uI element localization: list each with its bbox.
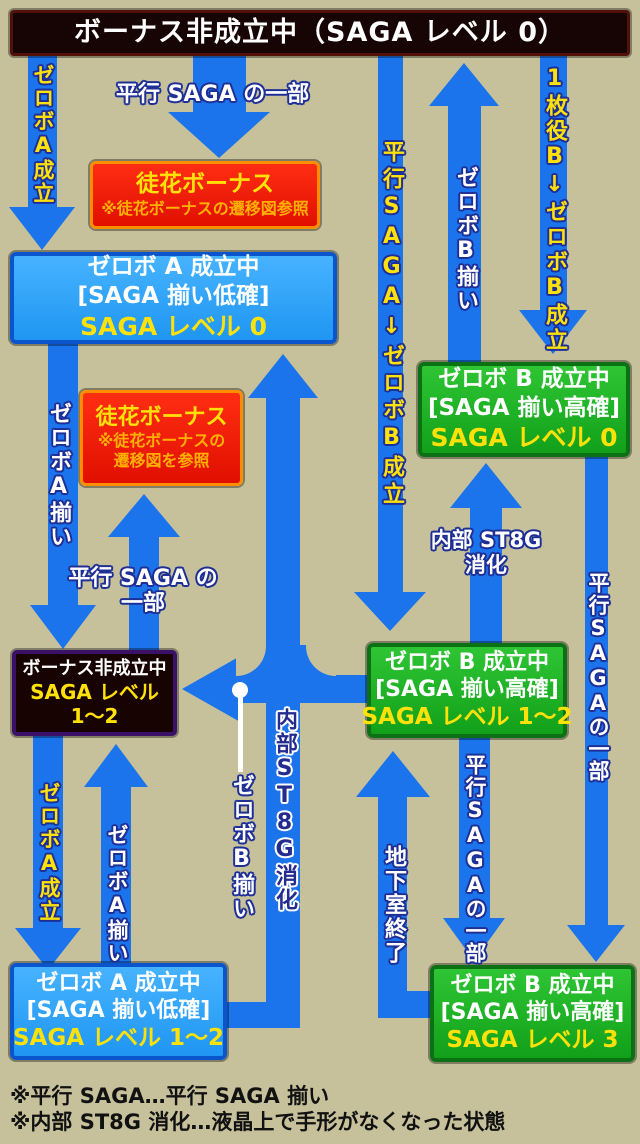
footnote-naibu-st8g: ※内部 ST8G 消化…液晶上で手形がなくなった状態: [10, 1110, 506, 1134]
label-naibu-st8g-left: 内部ST8G消化: [272, 708, 297, 912]
state-title: ゼロボ A 成立中: [87, 254, 260, 281]
arrow-parallel-saga-mid-head: [108, 494, 180, 537]
label-parallel-saga-to-zerobo-b: 平行SAGA↓ゼロボB成立: [379, 140, 404, 509]
bonus-box-adabana-1: 徒花ボーナス ※徒花ボーナスの遷移図参照: [90, 161, 320, 229]
state-box-zerobo-a-lv0: ゼロボ A 成立中 [SAGA 揃い低確] SAGA レベル 0: [10, 252, 337, 344]
footnote-parallel-saga: ※平行 SAGA…平行 SAGA 揃い: [10, 1084, 330, 1108]
bonus-note-line1: ※徒花ボーナスの: [97, 431, 226, 451]
arrow-zerobo-b-soroi-body: [448, 106, 481, 362]
bonus-title: 徒花ボーナス: [136, 171, 274, 198]
label-zerobo-a-soroi-left: ゼロボA揃い: [46, 402, 71, 549]
arrow-naibu-st8g-left-head: [248, 354, 318, 398]
label-parallel-saga-right-mid: 平行SAGAの一部: [463, 754, 487, 964]
arrow-zerobo-a-soroi-bottom-body: [101, 787, 131, 963]
arrow-zerobo-a-soroi-bottom-head: [84, 744, 148, 787]
arrow-naibu-st8g-right-body: [470, 508, 502, 643]
callout-stem: [238, 694, 243, 772]
state-subtitle: [SAGA 揃い高確]: [440, 999, 625, 1025]
label-zerobo-a-seiritsu-top: ゼロボA成立: [31, 64, 55, 205]
arrow-zerobo-b-soroi-head: [429, 63, 499, 106]
state-level: SAGA レベル 1〜2: [361, 704, 573, 731]
arrow-parallel-saga-right-mid-body: [459, 738, 490, 918]
state-level: SAGA レベル 1〜2: [12, 1025, 225, 1052]
arrow-parallel-saga-right-tall-body: [585, 457, 608, 925]
arrow-zerobo-b-soroi-horizontal-body: [242, 675, 367, 703]
arrow-chikashitsu-body: [378, 797, 407, 1018]
state-level-line2: 1〜2: [70, 704, 119, 729]
label-one-coin-b: 1枚役B↓ゼロボB成立: [542, 66, 567, 353]
label-line2: 消化: [465, 553, 507, 578]
state-box-zerobo-b-lv12: ゼロボ B 成立中 [SAGA 揃い高確] SAGA レベル 1〜2: [361, 643, 573, 738]
arrow-one-coin-b-head: [519, 310, 587, 354]
arrow-one-coin-b-body: [540, 55, 567, 310]
state-title: ゼロボ B 成立中: [384, 649, 550, 675]
arrow-parallel-saga-zerobo-b-head: [354, 592, 426, 631]
arrow-parallel-saga-right-mid-head: [443, 918, 505, 961]
bonus-note: ※徒花ボーナスの遷移図参照: [101, 198, 309, 218]
arrow-parallel-saga-top-body: [193, 55, 246, 113]
label-zerobo-b-soroi-callout: ゼロボB揃い: [229, 774, 254, 921]
state-title: ゼロボ A 成立中: [36, 970, 201, 996]
state-level: SAGA レベル 0: [430, 423, 618, 453]
arrow-zerobo-a-soroi-left-body: [48, 343, 78, 605]
arrow-chikashitsu-head: [356, 751, 430, 797]
arrow-parallel-saga-right-tall-head: [567, 925, 625, 962]
label-zerobo-a-seiritsu-bottom: ゼロボA成立: [37, 782, 61, 923]
label-chikashitsu-end: 地下室終了: [381, 845, 406, 965]
arrow-zerobo-a-soroi-left-head: [30, 605, 96, 649]
arrow-chikashitsu-elbow: [407, 991, 430, 1018]
label-naibu-st8g-right: 内部 ST8G 消化: [416, 528, 556, 578]
state-box-zerobo-b-lv0: ゼロボ B 成立中 [SAGA 揃い高確] SAGA レベル 0: [418, 362, 630, 457]
arrow-naibu-st8g-left-body: [266, 398, 300, 1028]
state-title: ゼロボ B 成立中: [438, 365, 610, 392]
callout-dot: [232, 682, 248, 698]
state-level: SAGA レベル 0: [79, 311, 268, 341]
arrow-naibu-st8g-right-head: [450, 463, 522, 508]
state-subtitle: [SAGA 揃い高確]: [375, 676, 559, 702]
bonus-title: 徒花ボーナス: [95, 404, 228, 430]
label-zerobo-b-soroi-return: ゼロボB揃い: [453, 166, 478, 313]
bonus-note-line2: 遷移図を参照: [113, 451, 210, 471]
arrow-zerobo-a-seiritsu-bottom-body: [33, 735, 63, 928]
label-parallel-saga-part-mid: 平行 SAGA の 一部: [63, 566, 223, 617]
state-level-line1: SAGA レベル: [30, 680, 159, 705]
label-line1: 内部 ST8G: [430, 528, 542, 552]
header-state-box: ボーナス非成立中（SAGA レベル 0）: [10, 10, 630, 56]
header-state-label: ボーナス非成立中（SAGA レベル 0）: [74, 17, 566, 49]
state-box-zerobo-b-lv3: ゼロボ B 成立中 [SAGA 揃い高確] SAGA レベル 3: [430, 965, 635, 1062]
state-subtitle: [SAGA 揃い低確]: [77, 283, 270, 309]
state-level: SAGA レベル 3: [446, 1027, 619, 1054]
bonus-box-adabana-2: 徒花ボーナス ※徒花ボーナスの 遷移図を参照: [80, 390, 243, 486]
arrow-parallel-saga-top-head: [168, 112, 270, 158]
arrow-zerobo-a-seiritsu-top-head: [9, 207, 75, 250]
state-box-dark-lv12: ボーナス非成立中 SAGA レベル 1〜2: [12, 650, 177, 736]
arrow-parallel-saga-mid-body: [129, 537, 159, 650]
arrow-naibu-st8g-left-elbow: [227, 1002, 272, 1028]
label-line1: 平行 SAGA の: [68, 566, 218, 591]
state-subtitle: [SAGA 揃い高確]: [427, 394, 621, 421]
label-line2: 一部: [120, 591, 165, 617]
label-parallel-saga-part-top: 平行 SAGA の一部: [116, 82, 310, 107]
state-title: ゼロボ B 成立中: [450, 972, 615, 998]
state-title: ボーナス非成立中: [22, 657, 167, 679]
arrow-zerobo-a-seiritsu-top-body: [28, 55, 57, 207]
label-parallel-saga-right-tall: 平行SAGAの一部: [586, 572, 610, 782]
arrow-parallel-saga-zerobo-b-body: [378, 55, 403, 592]
state-box-zerobo-a-lv12: ゼロボ A 成立中 [SAGA 揃い低確] SAGA レベル 1〜2: [10, 963, 227, 1060]
label-zerobo-a-soroi-bottom: ゼロボA揃い: [105, 824, 129, 965]
state-subtitle: [SAGA 揃い低確]: [26, 997, 211, 1023]
